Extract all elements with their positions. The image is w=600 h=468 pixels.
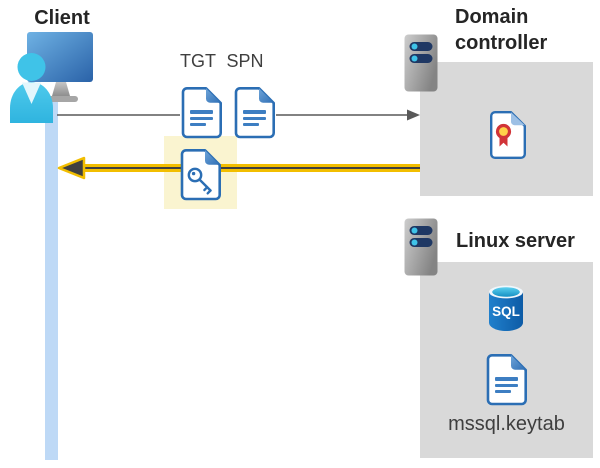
domain-controller-label: Domain controller <box>455 6 548 54</box>
response-arrow <box>57 156 420 180</box>
user-icon <box>10 53 53 123</box>
tgt-label: TGT <box>180 51 216 71</box>
linux-server-label: Linux server <box>456 230 575 252</box>
rosette-icon <box>495 123 512 147</box>
sql-icon-text: SQL <box>492 304 520 319</box>
left-arrowhead-icon <box>57 156 86 180</box>
domain-controller-server-icon <box>404 34 438 92</box>
monitor-stand-icon <box>52 82 70 96</box>
client-workstation-icon <box>10 32 93 123</box>
spn-label: SPN <box>226 51 264 71</box>
keytab-filename: mssql.keytab <box>448 413 565 435</box>
spn-ticket-icon <box>234 87 275 139</box>
right-arrowhead-icon <box>407 109 420 121</box>
keytab-file-icon <box>486 354 527 406</box>
request-arrow <box>57 109 420 121</box>
certificate-icon <box>490 111 526 159</box>
client-label: Client <box>34 7 90 29</box>
monitor-base-icon <box>48 96 78 102</box>
client-lifeline <box>45 99 58 460</box>
tgt-ticket-icon <box>181 87 222 139</box>
key-ticket-icon <box>180 149 221 201</box>
sql-database-icon: SQL <box>489 285 523 331</box>
key-icon <box>187 167 212 195</box>
linux-server-icon <box>404 218 438 276</box>
